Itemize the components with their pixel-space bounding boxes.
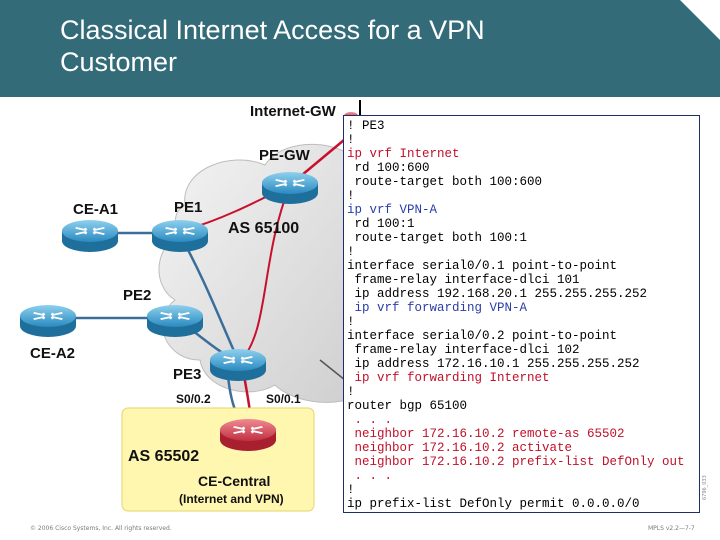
config-line: neighbor 172.16.10.2 activate: [347, 441, 573, 455]
config-line: neighbor 172.16.10.2 remote-as 65502: [347, 427, 625, 441]
config-line: router bgp 65100: [347, 399, 468, 413]
corner-fold: [680, 0, 720, 40]
config-line: route-target both 100:600: [347, 175, 543, 189]
config-line: ! PE3: [347, 119, 385, 133]
config-line: . . .: [347, 413, 393, 427]
config-line: route-target both 100:1: [347, 231, 528, 245]
label-internet-gw: Internet-GW: [250, 103, 337, 120]
slide-title: Classical Internet Access for a VPN Cust…: [60, 14, 680, 78]
config-line: !: [347, 133, 355, 147]
label-ce-a2: CE-A2: [30, 345, 75, 362]
slide-title-line1: Classical Internet Access for a VPN: [60, 15, 485, 45]
label-as-65502: AS 65502: [128, 448, 199, 465]
router-pe2: [147, 305, 203, 337]
label-ce-central: CE-Central: [198, 473, 270, 489]
label-pe-gw: PE-GW: [259, 147, 311, 164]
footer-page-number: MPLS v2.2—7-7: [648, 525, 695, 532]
link-pegw-pe3: [239, 184, 291, 363]
label-ce-a1: CE-A1: [73, 201, 118, 218]
config-line: !: [347, 189, 355, 203]
config-line: frame-relay interface-dlci 101: [347, 273, 580, 287]
provider-cloud: [158, 143, 361, 403]
label-ce-central-sub: (Internet and VPN): [179, 492, 284, 506]
config-line: ip address 172.16.10.1 255.255.255.252: [347, 357, 640, 371]
config-line: interface serial0/0.2 point-to-point: [347, 329, 618, 343]
config-line: ip prefix-list DefOnly permit 0.0.0.0/0: [347, 497, 640, 511]
slide-title-line2: Customer: [60, 47, 178, 77]
config-line: rd 100:600: [347, 161, 430, 175]
config-line: !: [347, 385, 355, 399]
router-ce-a1: [62, 220, 118, 252]
title-bar: Classical Internet Access for a VPN Cust…: [0, 0, 720, 97]
router-pe-gw: [262, 172, 318, 204]
config-line: !: [347, 315, 355, 329]
label-s0-02: S0/0.2: [176, 392, 211, 406]
config-line: ip vrf Internet: [347, 147, 460, 161]
config-line: ip vrf forwarding Internet: [347, 371, 550, 385]
pe3-config-listing: ! PE3!ip vrf Internet rd 100:600 route-t…: [343, 115, 700, 513]
config-line: !: [347, 483, 355, 497]
label-pe2: PE2: [123, 287, 151, 304]
router-ce-a2: [20, 305, 76, 337]
config-line: ip vrf VPN-A: [347, 203, 438, 217]
footer-copyright: © 2006 Cisco Systems, Inc. All rights re…: [30, 525, 172, 532]
config-line: ip vrf forwarding VPN-A: [347, 301, 528, 315]
label-as-65100: AS 65100: [228, 220, 299, 237]
label-s0-01: S0/0.1: [266, 392, 301, 406]
label-pe1: PE1: [174, 199, 202, 216]
config-line: neighbor 172.16.10.2 prefix-list DefOnly…: [347, 455, 685, 469]
config-line: !: [347, 245, 355, 259]
network-diagram: Internet-GW PE-GW PE1 CE-A1 AS 65100 PE2…: [20, 100, 361, 512]
router-pe3: [210, 349, 266, 381]
config-line: rd 100:1: [347, 217, 415, 231]
config-line: frame-relay interface-dlci 102: [347, 343, 580, 357]
config-line: interface serial0/0.1 point-to-point: [347, 259, 618, 273]
config-line: . . .: [347, 469, 393, 483]
link-pe3-config: [319, 359, 346, 381]
label-pe3: PE3: [173, 366, 201, 383]
router-ce-central: [220, 419, 276, 451]
router-pe1: [152, 220, 208, 252]
figure-code: 6796_033: [702, 475, 708, 500]
config-line: ip address 192.168.20.1 255.255.255.252: [347, 287, 648, 301]
